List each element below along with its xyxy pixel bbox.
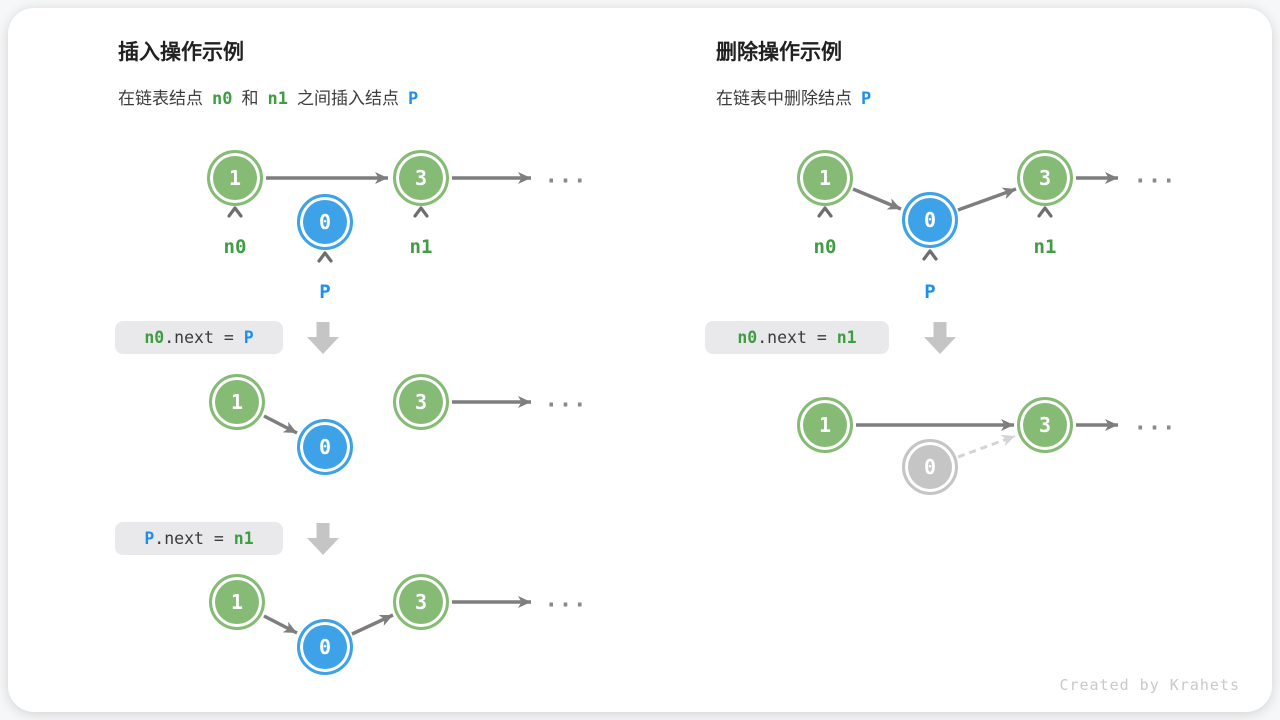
list-node-0-removed: 0 xyxy=(902,439,958,495)
node-ref-p: P xyxy=(407,89,419,109)
pointer-label-n0: n0 xyxy=(223,236,247,258)
code-lhs: n0 xyxy=(144,328,165,347)
list-node-3: 3 xyxy=(1017,150,1073,206)
list-node-1: 1 xyxy=(209,574,265,630)
insert-panel-subtitle: 在链表结点 n0 和 n1 之间插入结点 P xyxy=(118,84,418,109)
code-rhs: n1 xyxy=(233,529,254,548)
list-node-1: 1 xyxy=(797,150,853,206)
code-statement: P.next = n1 xyxy=(115,522,283,555)
code-lhs: n0 xyxy=(737,328,758,347)
insert-panel-title: 插入操作示例 xyxy=(118,41,244,64)
delete-panel-subtitle: 在链表中删除结点 P xyxy=(716,84,871,109)
code-mid: .next = xyxy=(757,328,837,347)
list-node-1: 1 xyxy=(209,374,265,430)
subtitle-text: 在链表中删除结点 xyxy=(716,89,852,108)
pointer-label-p: P xyxy=(319,281,331,303)
code-rhs: n1 xyxy=(836,328,857,347)
list-node-1: 1 xyxy=(797,397,853,453)
code-rhs: P xyxy=(243,328,254,347)
subtitle-text: 之间插入结点 xyxy=(296,89,399,108)
list-node-1: 1 xyxy=(207,150,263,206)
list-node-3: 3 xyxy=(393,574,449,630)
diagram-card xyxy=(8,8,1272,712)
list-node-0: 0 xyxy=(297,194,353,250)
list-node-0: 0 xyxy=(297,419,353,475)
subtitle-text: 和 xyxy=(241,89,259,108)
code-statement: n0.next = n1 xyxy=(705,321,889,354)
list-node-3: 3 xyxy=(393,374,449,430)
list-node-3: 3 xyxy=(393,150,449,206)
subtitle-text: 在链表结点 xyxy=(118,89,203,108)
code-statement: n0.next = P xyxy=(115,321,283,354)
code-mid: .next = xyxy=(164,328,244,347)
pointer-label-n0: n0 xyxy=(813,236,837,258)
list-node-0: 0 xyxy=(297,619,353,675)
code-lhs: P xyxy=(144,529,155,548)
delete-panel-title: 删除操作示例 xyxy=(716,41,842,64)
code-mid: .next = xyxy=(154,529,234,548)
ellipsis: ... xyxy=(544,163,588,189)
pointer-label-n1: n1 xyxy=(409,236,433,258)
ellipsis: ... xyxy=(544,587,588,613)
node-ref-n0: n0 xyxy=(212,89,233,109)
list-node-0: 0 xyxy=(902,192,958,248)
watermark: Created by Krahets xyxy=(1059,676,1240,694)
pointer-label-n1: n1 xyxy=(1033,236,1057,258)
node-ref-n1: n1 xyxy=(267,89,288,109)
ellipsis: ... xyxy=(1133,163,1177,189)
node-ref-p: P xyxy=(861,89,872,109)
ellipsis: ... xyxy=(1133,410,1177,436)
list-node-3: 3 xyxy=(1017,397,1073,453)
ellipsis: ... xyxy=(544,387,588,413)
pointer-label-p: P xyxy=(924,281,936,303)
